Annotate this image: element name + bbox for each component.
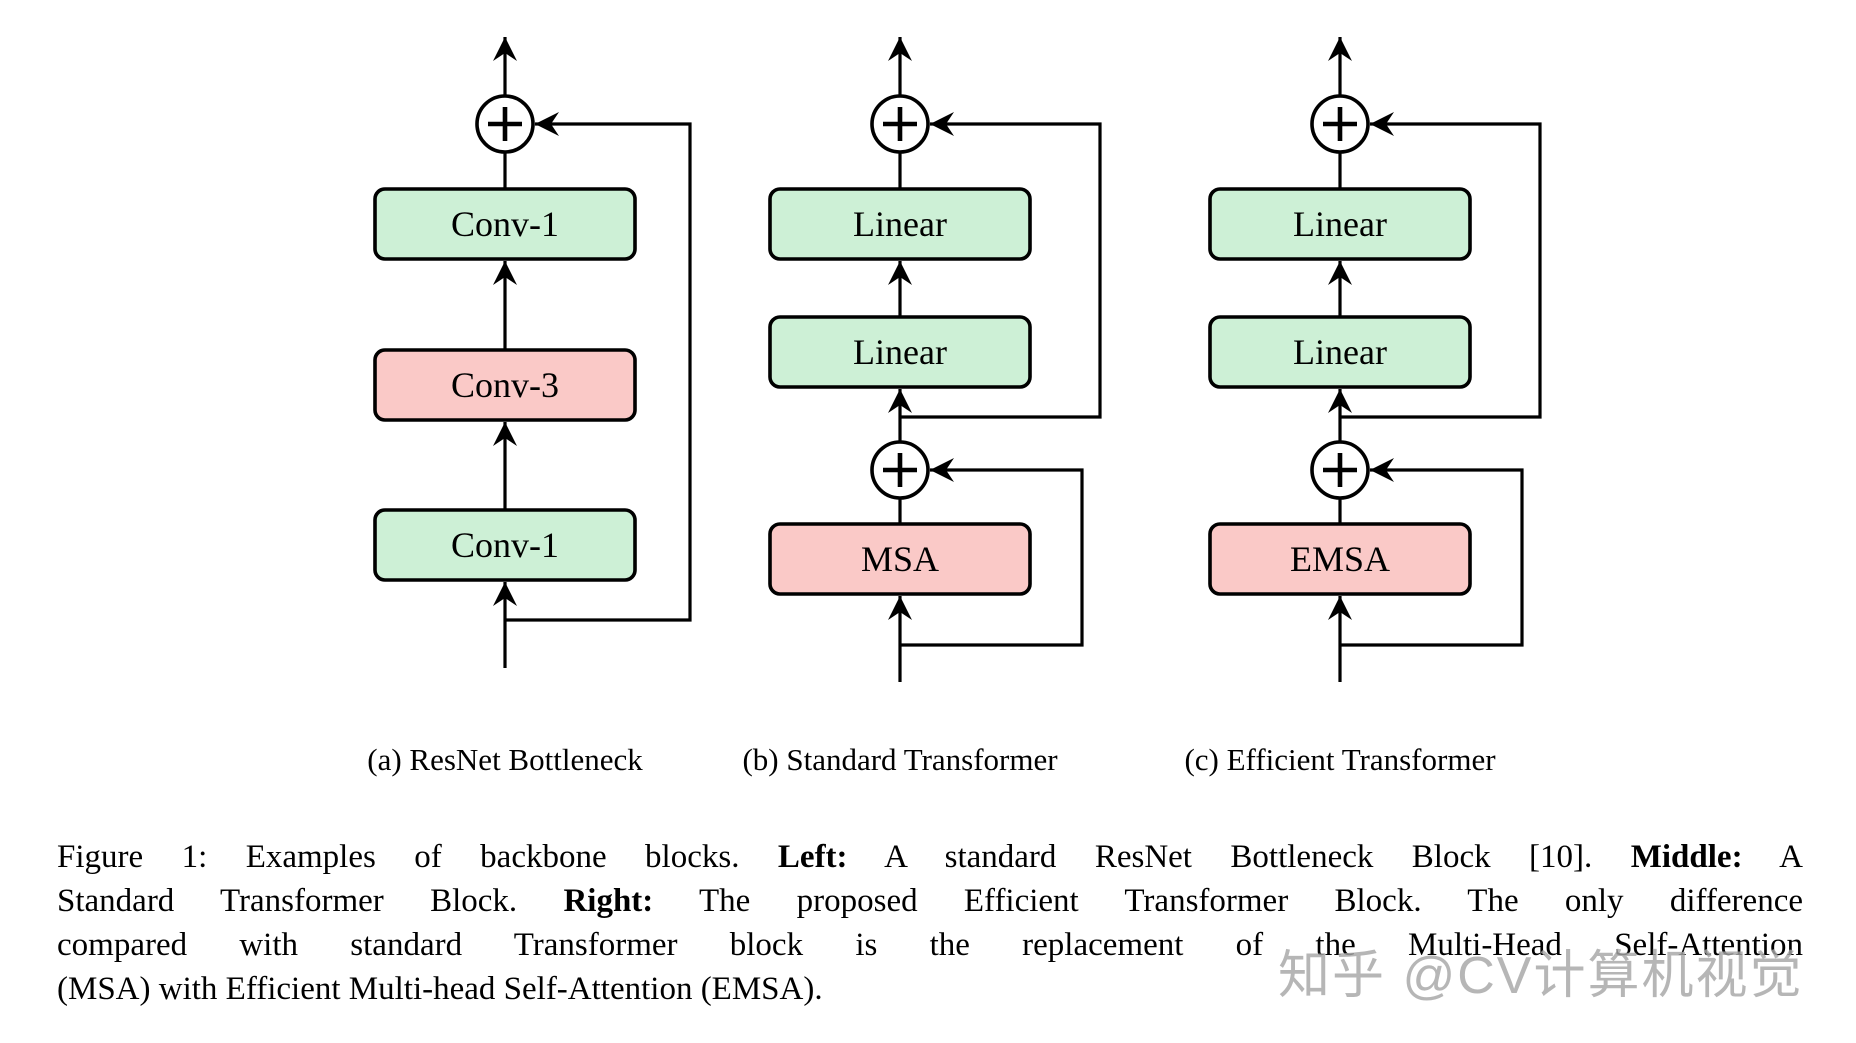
b-block-linear-upper-label: Linear — [853, 204, 947, 244]
caption-bold-segment: Middle: — [1630, 839, 1743, 875]
caption-line: compared with standard Transformer block… — [57, 923, 1803, 967]
subcaption-c: (c) Efficient Transformer — [1184, 742, 1496, 777]
diagram-c: EMSA Linear Linear — [1208, 37, 1542, 682]
watermark: 知乎 @CV计算机视觉 — [1278, 947, 1804, 1005]
b-skip-connection-outer — [900, 112, 1102, 419]
c-block-linear-upper-label: Linear — [1293, 204, 1387, 244]
caption-segment: compared with standard Transformer block… — [57, 927, 1803, 963]
caption-segment: The proposed Efficient Transformer Block… — [653, 883, 1803, 919]
caption-bold-segment: Left: — [777, 839, 848, 875]
b-skip-connection-inner — [900, 458, 1084, 647]
figure-caption: Figure 1: Examples of backbone blocks. L… — [57, 835, 1803, 1011]
caption-segment: A — [1742, 839, 1804, 875]
plus-icon — [488, 107, 522, 141]
b-block-msa-label: MSA — [861, 539, 939, 579]
plus-icon — [883, 107, 917, 141]
a-block-conv1-top-label: Conv-1 — [451, 204, 559, 244]
diagram-b: MSA Linear Linear — [768, 37, 1102, 682]
c-block-linear-lower-label: Linear — [1293, 332, 1387, 372]
caption-segment: Figure 1: Examples of backbone blocks. — [57, 839, 778, 875]
caption-line: Standard Transformer Block. Right: The p… — [57, 879, 1803, 923]
figure-panel: Conv-1 Conv-3 Conv-1 MSA — [367, 37, 1542, 777]
figure-canvas: Conv-1 Conv-3 Conv-1 MSA — [367, 37, 1542, 777]
plus-icon — [1323, 107, 1357, 141]
caption-segment: (MSA) with Efficient Multi-head Self-Att… — [57, 971, 823, 1007]
caption-line: (MSA) with Efficient Multi-head Self-Att… — [57, 967, 1803, 1011]
c-block-emsa-label: EMSA — [1290, 539, 1390, 579]
a-block-conv1-bottom-label: Conv-1 — [451, 525, 559, 565]
caption-line: Figure 1: Examples of backbone blocks. L… — [57, 835, 1803, 879]
subcaption-a: (a) ResNet Bottleneck — [367, 742, 643, 777]
caption-segment: A standard ResNet Bottleneck Block [10]. — [847, 839, 1631, 875]
caption-segment: Standard Transformer Block. — [57, 883, 564, 919]
a-skip-connection — [505, 112, 692, 622]
b-block-linear-lower-label: Linear — [853, 332, 947, 372]
a-block-conv3-label: Conv-3 — [451, 365, 559, 405]
c-skip-connection-inner — [1340, 458, 1524, 647]
caption-bold-segment: Right: — [563, 883, 654, 919]
c-skip-connection-outer — [1340, 112, 1542, 419]
diagram-a: Conv-1 Conv-3 Conv-1 — [373, 37, 692, 668]
plus-icon — [1323, 453, 1357, 487]
subcaption-b: (b) Standard Transformer — [742, 742, 1058, 777]
plus-icon — [883, 453, 917, 487]
